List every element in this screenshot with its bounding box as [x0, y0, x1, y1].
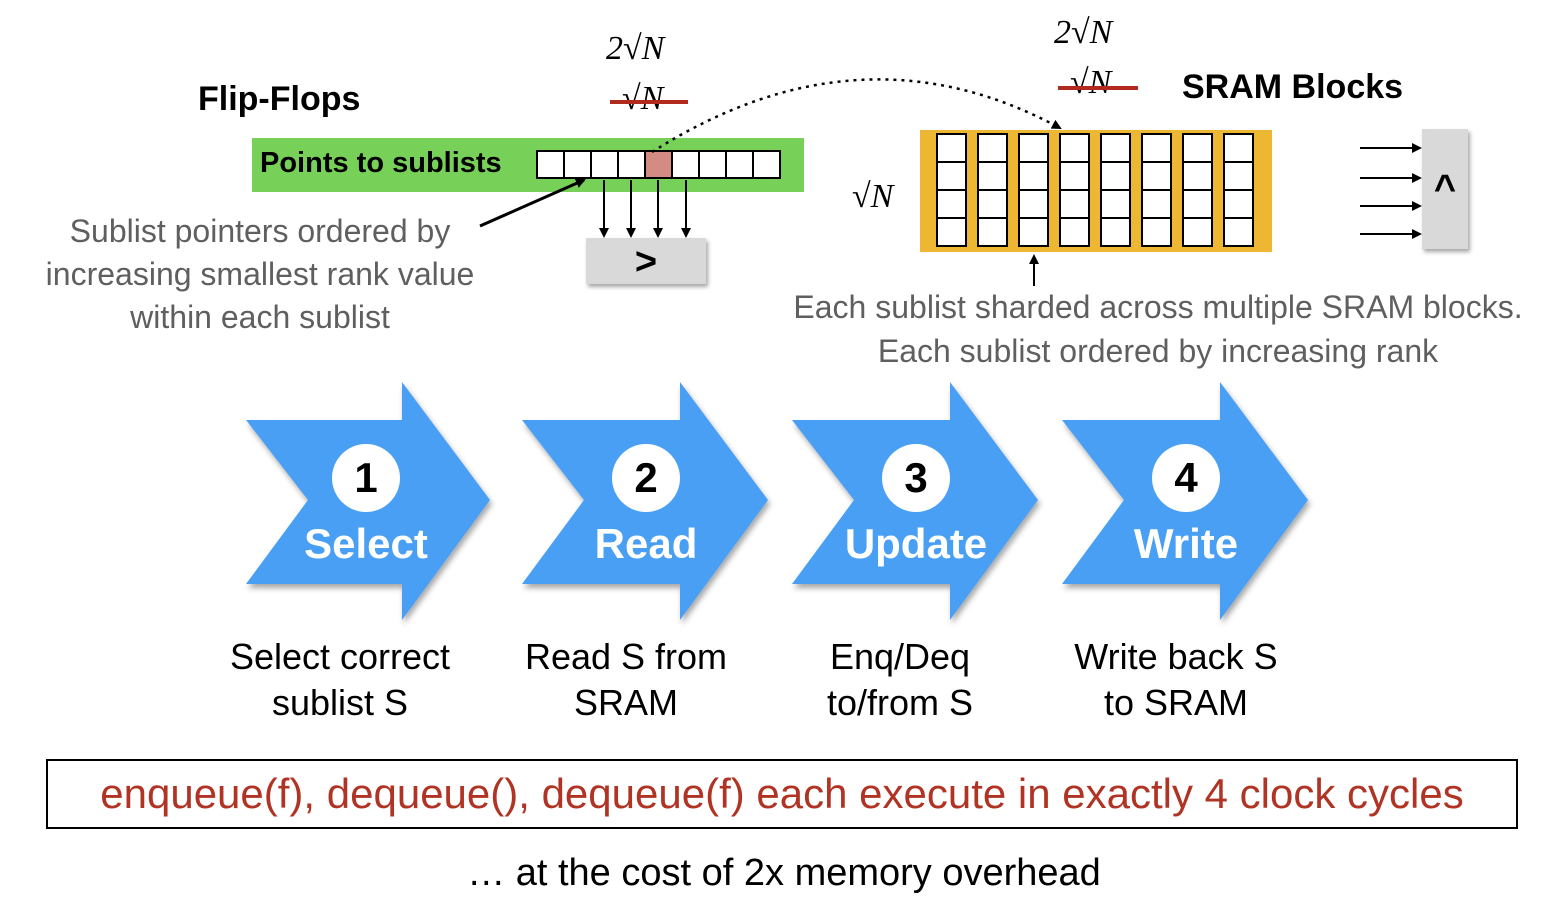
step-3-desc-line-1: Enq/Deq — [829, 636, 971, 677]
step-1-description: Select correct sublist S — [200, 634, 480, 726]
step-1-number: 1 — [332, 444, 400, 512]
sram-strike-line — [1058, 86, 1138, 90]
step-4-title: Write — [1133, 520, 1239, 567]
sram-description: Each sublist sharded across multiple SRA… — [748, 285, 1568, 373]
sram-side-label: √N — [852, 178, 894, 215]
and-gate-box: ^ — [1422, 129, 1468, 249]
step-2-number: 2 — [612, 444, 680, 512]
sram-cell — [936, 217, 967, 247]
step-2-title: Read — [594, 520, 698, 567]
flipflop-cell — [617, 150, 646, 179]
sram-title: SRAM Blocks — [1182, 68, 1404, 106]
sram-cell — [936, 189, 967, 219]
sram-cell — [1018, 217, 1049, 247]
step-4-desc-line-2: to SRAM — [1103, 682, 1249, 723]
sram-block — [936, 133, 967, 247]
sram-size-value: 2√N — [1054, 14, 1113, 51]
flipflops-size-value: 2√N — [606, 30, 665, 67]
sram-block — [1141, 133, 1172, 247]
sram-cell — [1018, 133, 1049, 163]
sram-block — [1223, 133, 1254, 247]
sram-cell — [1018, 161, 1049, 191]
sublist-pointer-label: Points to sublists — [260, 147, 502, 179]
sram-block — [977, 133, 1008, 247]
comparator-box: > — [586, 238, 706, 284]
sram-cell — [1141, 217, 1172, 247]
flipflop-cells — [536, 150, 781, 179]
sram-desc-line-2: Each sublist ordered by increasing rank — [877, 333, 1439, 369]
sram-cell — [1100, 217, 1131, 247]
sram-cell — [1223, 133, 1254, 163]
sram-block — [1182, 133, 1213, 247]
footer-text: … at the cost of 2x memory overhead — [467, 852, 1101, 894]
flipflops-desc-line-1: Sublist pointers ordered by — [69, 213, 451, 249]
sram-cell — [1182, 133, 1213, 163]
flipflops-desc-line-2: increasing smallest rank value — [45, 256, 475, 292]
step-1-title: Select — [304, 520, 428, 567]
sram-desc-line-1: Each sublist sharded across multiple SRA… — [793, 289, 1523, 325]
flipflops-strike-line — [610, 100, 688, 104]
sram-size-label: 2√N — [1054, 14, 1112, 52]
step-3-desc-line-2: to/from S — [826, 682, 974, 723]
flipflop-cell-selected — [644, 150, 673, 179]
sram-block — [1059, 133, 1090, 247]
flipflops-struck-value: √N — [622, 80, 664, 117]
flipflops-desc-line-3: within each sublist — [130, 299, 390, 335]
sram-cells — [920, 130, 1272, 252]
pointer-to-sram-dotted-arrow — [651, 78, 1062, 154]
flipflops-struck-label: √N — [622, 80, 663, 118]
sram-cell — [1223, 217, 1254, 247]
sram-cell — [977, 217, 1008, 247]
step-1-desc-line-1: Select correct — [229, 636, 451, 677]
flipflops-description: Sublist pointers ordered by increasing s… — [10, 210, 510, 339]
flipflop-cell — [671, 150, 700, 179]
step-3-description: Enq/Deq to/from S — [760, 634, 1040, 726]
sram-cell — [1182, 217, 1213, 247]
flipflops-size-label: 2√N — [606, 30, 664, 68]
sram-cell — [1059, 217, 1090, 247]
step-4-number: 4 — [1152, 444, 1220, 512]
sram-block — [1100, 133, 1131, 247]
step-4-desc-line-1: Write back S — [1074, 636, 1278, 677]
step-1-desc-line-2: sublist S — [271, 682, 409, 723]
flipflop-cell — [590, 150, 619, 179]
callout-box — [46, 759, 1518, 829]
step-4-description: Write back S to SRAM — [1036, 634, 1316, 726]
step-3-title: Update — [844, 520, 988, 567]
sram-struck-value: √N — [1070, 64, 1112, 101]
callout-text: enqueue(f), dequeue(), dequeue(f) each e… — [100, 770, 1464, 817]
step-2-description: Read S from SRAM — [486, 634, 766, 726]
sram-block — [1018, 133, 1049, 247]
desc-to-cells-arrow — [479, 178, 586, 228]
step-2-desc-line-1: Read S from — [524, 636, 728, 677]
flipflops-title: Flip-Flops — [198, 80, 361, 118]
flipflop-cell — [752, 150, 781, 179]
step-2-desc-line-2: SRAM — [573, 682, 678, 723]
sram-cell — [1182, 189, 1213, 219]
sram-cell — [936, 133, 967, 163]
step-3-number: 3 — [882, 444, 950, 512]
sram-struck-label: √N — [1070, 64, 1111, 102]
